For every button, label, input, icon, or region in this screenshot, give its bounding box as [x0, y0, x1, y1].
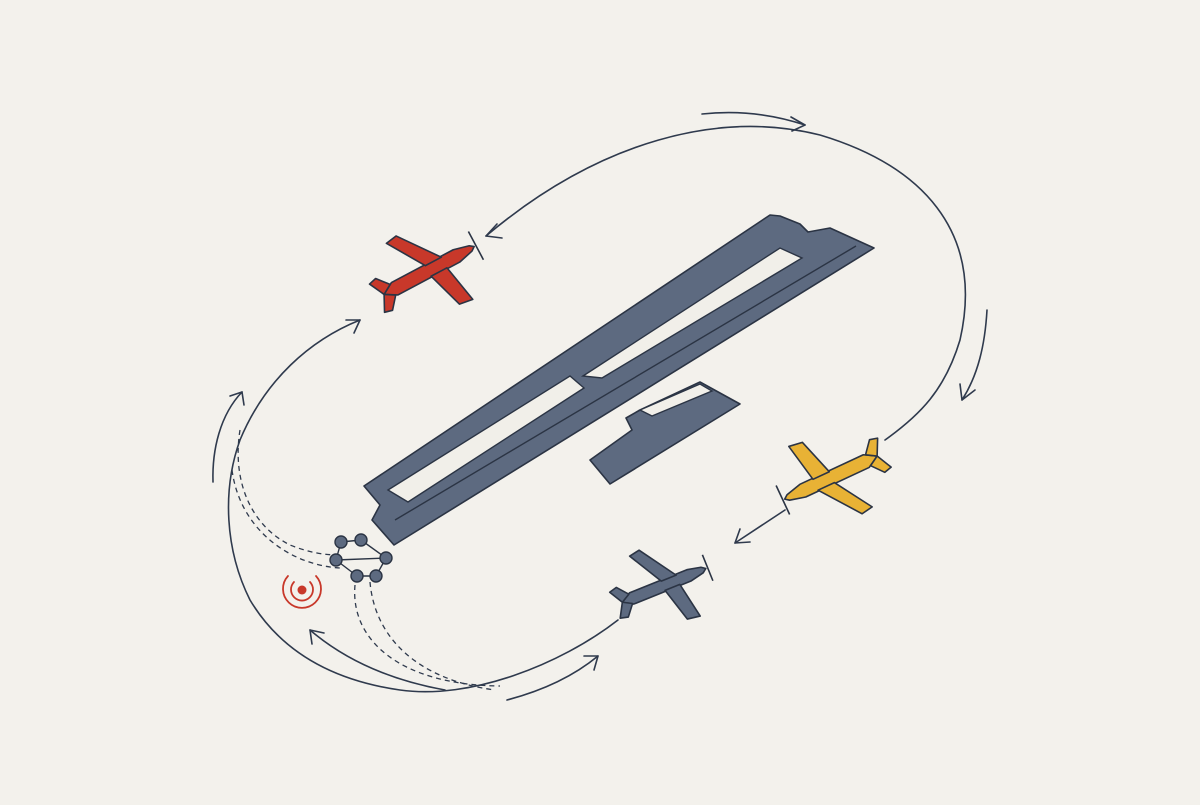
plane-yellow-propeller: [775, 485, 791, 515]
beacon-wave-1: [290, 581, 314, 602]
node-6: [369, 569, 383, 583]
airplane-landing-icon: [608, 549, 714, 620]
flow-line-right: [961, 309, 988, 401]
runway-window-upper: [580, 247, 804, 379]
plane-gray-propeller: [701, 554, 714, 582]
taxiway-gap: [638, 383, 714, 417]
arrow-head-right: [959, 383, 976, 401]
dashed-path-4: [369, 581, 496, 691]
arrow-head-left-top: [345, 319, 361, 334]
plane-yellow-tail: [864, 437, 892, 474]
plane-red-wing: [385, 235, 474, 305]
runway-centerline: [394, 245, 857, 521]
flow-line-yellow-to-gray: [734, 509, 786, 544]
plane-gray-fuselage: [621, 566, 707, 605]
node-4: [379, 551, 393, 565]
arrow-head-top-right: [790, 116, 806, 132]
plane-red-propeller: [467, 231, 485, 261]
airplane-departing-icon: [368, 231, 485, 314]
radio-beacon-icon: [282, 575, 322, 609]
node-2: [354, 533, 368, 547]
node-link-7: [335, 557, 387, 561]
arrow-head-bottom-left: [309, 629, 325, 645]
node-1: [334, 535, 348, 549]
flow-line-left-inner: [212, 391, 243, 483]
plane-gray-tail: [608, 586, 634, 620]
plane-gray-wing: [628, 549, 702, 620]
taxiway: [589, 381, 741, 485]
runway-icon: [363, 214, 875, 546]
arrow-head-top-left: [485, 223, 503, 239]
node-3: [329, 553, 343, 567]
dashed-data-paths: [231, 429, 501, 691]
network-nodes-icon: [329, 533, 393, 583]
flow-line-bottom-small: [506, 655, 599, 701]
node-5: [350, 569, 364, 583]
arrow-head-bottom-small: [583, 655, 599, 671]
plane-red-tail: [368, 277, 397, 314]
arrow-head-yellow-to-gray: [734, 528, 751, 544]
beacon-wave-2: [282, 575, 322, 609]
beacon-center: [297, 585, 307, 595]
flow-line-bottom-left: [309, 629, 446, 691]
runway-window-lower: [386, 375, 586, 503]
airplane-approaching-icon: [775, 437, 892, 515]
flow-line-top: [485, 125, 967, 441]
dashed-path-1: [237, 429, 341, 556]
plane-yellow-wing: [788, 441, 873, 515]
flow-line-bottom: [227, 319, 619, 693]
traffic-pattern-loop: [212, 111, 988, 701]
arrow-head-left-inner: [229, 391, 245, 406]
flow-line-top-small: [701, 111, 806, 126]
dashed-path-2: [231, 469, 341, 569]
plane-yellow-fuselage: [783, 453, 878, 501]
dashed-path-3: [354, 584, 501, 687]
plane-red-fuselage: [383, 244, 475, 296]
